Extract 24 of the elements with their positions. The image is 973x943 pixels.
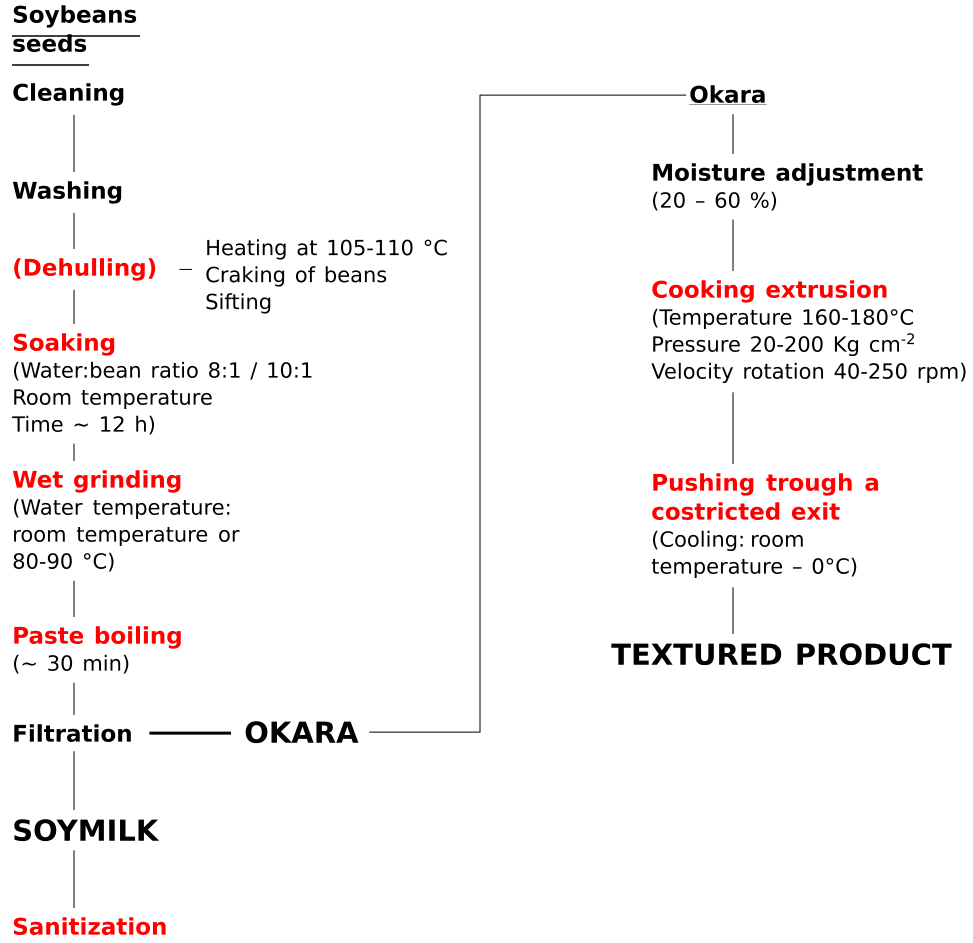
step-label: Filtration: [14, 724, 131, 742]
note-text: Heating at 105-110 °C Craking of beans Sifting: [206, 239, 447, 314]
product-label: OKARA: [246, 721, 358, 744]
step-label: Moisture adjustment (20 – 60 %): [653, 163, 923, 210]
connector-line: [732, 114, 734, 154]
step-label: Paste boiling (~ 30 min): [14, 626, 181, 674]
product-label: SOYMILK: [14, 819, 160, 842]
step-label: (Dehulling): [14, 258, 156, 281]
step-label: Cleaning: [13, 83, 124, 106]
connector-line: [732, 219, 734, 272]
step-label: Okara: [689, 85, 767, 105]
connector-line: [178, 268, 192, 270]
connector-line: [732, 586, 734, 634]
step-label: Soaking (Water:bean ratio 8:1 / 10:1 Room temperature Time ~ 12 h): [12, 333, 312, 434]
connector-line: [368, 94, 686, 733]
step-label: Cooking extrusion (Temperature 160-180°C Pressure 20-200 Kg cm$^{-2}$ Velocity rotation 40-250 rpm): [651, 280, 966, 384]
step-label: Sanitization: [14, 917, 166, 936]
step-label: Washing: [12, 181, 122, 204]
step-label: Pushing trough a costricted exit (Cooling: room temperature – 0°C): [652, 473, 878, 578]
connector-line: [149, 732, 231, 735]
product-label: TEXTURED PRODUCT: [611, 643, 952, 666]
connector-line: [732, 392, 734, 464]
step-label: Soybeans seeds: [12, 5, 140, 66]
step-label: Wet grinding (Water temperature: room temperature or 80-90 °C): [12, 470, 240, 572]
